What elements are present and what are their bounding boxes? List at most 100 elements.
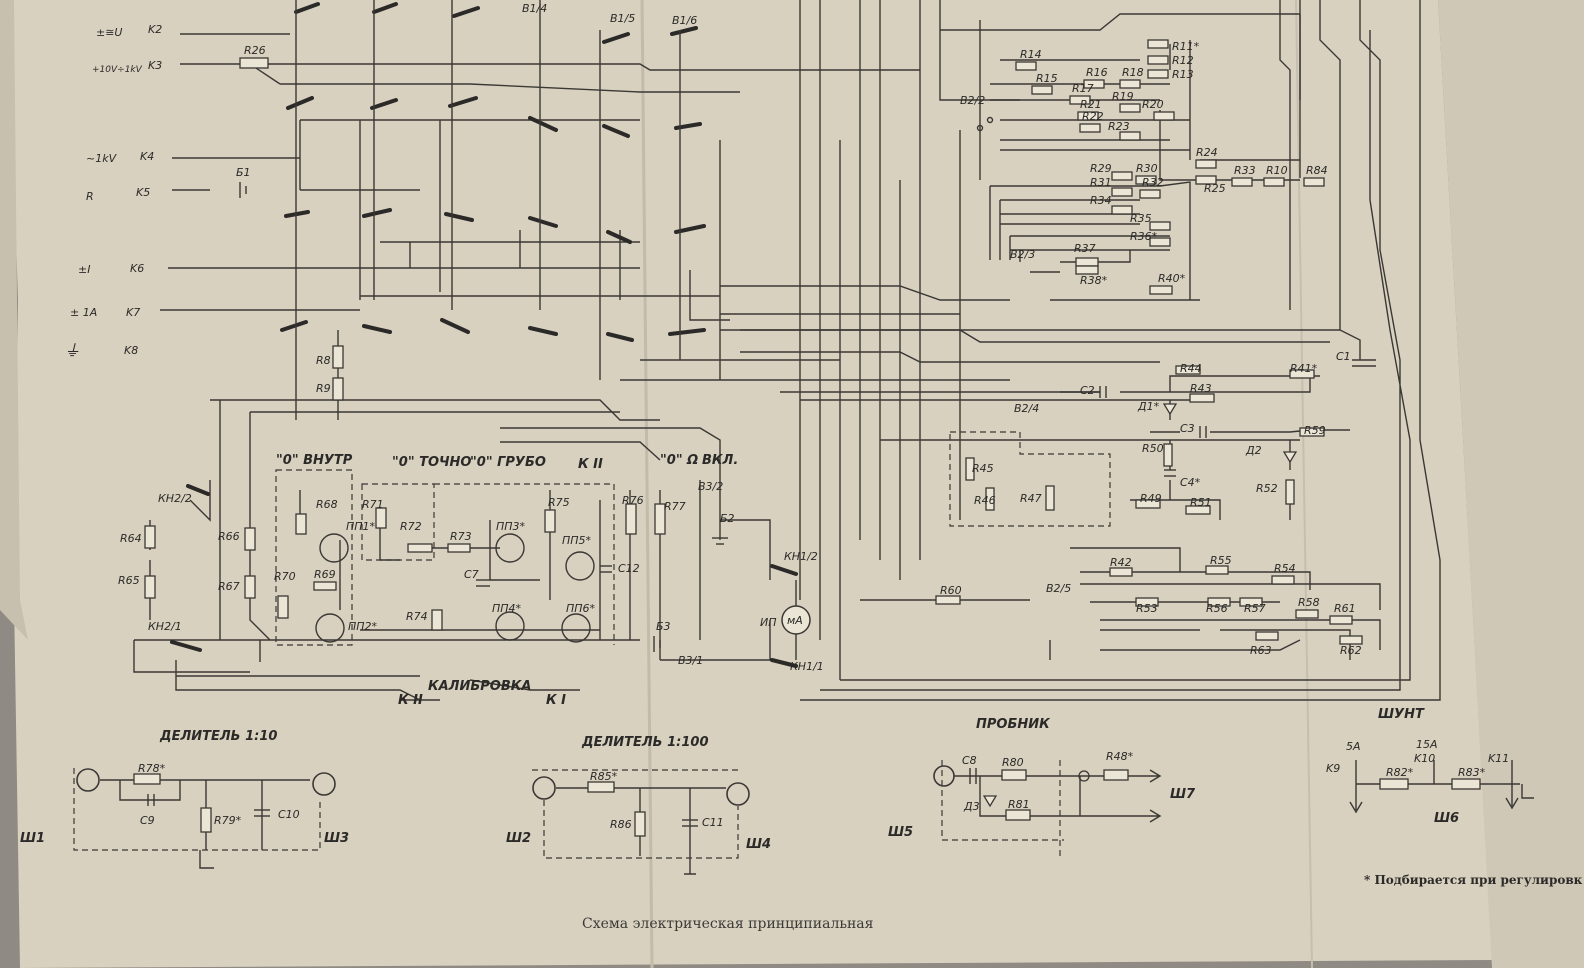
part-label: R59 [1304, 424, 1326, 437]
jack-label: Ш7 [1170, 787, 1196, 802]
terminal-id: K7 [126, 306, 140, 319]
part-label: R70 [274, 570, 296, 583]
block-title: ПРОБНИК [976, 717, 1051, 732]
part-label: 15A [1416, 738, 1438, 751]
part-label: ПП4* [492, 602, 522, 615]
part-label: R85* [590, 770, 618, 783]
part-label: R43 [1190, 382, 1212, 395]
part-label: R18 [1122, 66, 1144, 79]
input-bus-wires [160, 33, 920, 321]
push-buttons: КН2/2 КН2/1 КН1/2 КН1/1 [148, 484, 824, 673]
switch-columns [295, 0, 1020, 680]
switch-B2-3: B2/3 R29 R30 R31 R32 R34 R35 R36* R37 R3… [989, 162, 1200, 301]
part-label: R34 [1090, 194, 1112, 207]
terminal-id: K2 [148, 23, 162, 36]
part-label: R42 [1110, 556, 1132, 569]
part-label: R65 [118, 574, 140, 587]
resistors-R8-R9: R8 R9 [316, 330, 344, 420]
part-label: R16 [1086, 66, 1108, 79]
terminal-mark: R [86, 190, 94, 203]
terminal-mark: ±≅U [96, 26, 123, 39]
part-label: R60 [940, 584, 962, 597]
part-label: R72 [400, 520, 422, 533]
switch-label: B2/4 [1014, 402, 1039, 415]
part-label: C10 [278, 808, 300, 821]
part-label: R52 [1256, 482, 1278, 495]
part-label: R78* [138, 762, 166, 775]
switch-label: B2/2 [960, 94, 985, 107]
ground-symbol: ⏚ [64, 341, 80, 360]
terminal-mark: +10V÷1kV [92, 65, 143, 75]
part-label: R83* [1458, 766, 1486, 779]
paper-sheet [8, 0, 1492, 968]
switch-B2-4: B2/4 C2 C3 C4* R44 R41* R43 R50 R59 R52 … [949, 362, 1350, 527]
part-label: ПП1* [346, 520, 376, 533]
part-label: R24 [1196, 146, 1218, 159]
jack-label: Ш2 [506, 831, 531, 846]
part-label: R37 [1074, 242, 1096, 255]
part-label: R33 [1234, 164, 1256, 177]
jack-label: Ш1 [20, 831, 45, 846]
terminal-group: ±≅U K2 +10V÷1kV K3 ~1kV K4 R K5 ±I K6 ± … [64, 23, 162, 360]
part-label: Д2 [1245, 444, 1262, 457]
part-label: R55 [1210, 554, 1232, 567]
part-label: R9 [316, 382, 331, 395]
part-label: R10 [1266, 164, 1288, 177]
paper-crease [640, 0, 654, 968]
part-label: R17 [1072, 82, 1094, 95]
part-label: R63 [1250, 644, 1272, 657]
part-label: R30 [1136, 162, 1158, 175]
right-rails: C1 [720, 0, 1441, 701]
terminal-id: K4 [140, 150, 154, 163]
part-label: C11 [702, 816, 724, 829]
control-label: "0" ГРУБО [470, 455, 546, 470]
switch-B2-5: B2/5 R42 R55 R54 R53 R56 R57 R58 R61 R63… [860, 547, 1381, 660]
part-label: R50 [1142, 442, 1164, 455]
shunt: ШУНТ K9 5A 15A K10 K11 R82* R83* Ш6 [1326, 707, 1534, 826]
part-label: R26 [244, 44, 266, 57]
middle-wires [210, 285, 1330, 540]
part-label: ПП5* [562, 534, 592, 547]
part-label: Б3 [656, 620, 671, 633]
part-label: R64 [120, 532, 142, 545]
control-label: "0" ТОЧНО [392, 455, 471, 470]
block-title: ДЕЛИТЕЛЬ 1:100 [581, 735, 709, 750]
jack-label: Ш5 [888, 825, 913, 840]
control-label: К I [546, 693, 566, 708]
jack-label: Ш6 [1434, 811, 1459, 826]
control-label: ВКЛ. [702, 453, 738, 468]
battery-B3: Б3 [653, 620, 671, 652]
terminal-mark: ±I [78, 263, 90, 276]
part-label: C9 [140, 814, 155, 827]
resistors-lower: R64 R65 R66 R67 R68 R69 R70 R71 R72 R73 … [118, 494, 686, 631]
part-label: R61 [1334, 602, 1356, 615]
part-label: Б2 [720, 512, 735, 525]
part-label: R15 [1036, 72, 1058, 85]
terminal-id: K6 [130, 262, 144, 275]
switch-label: B2/5 [1046, 582, 1071, 595]
part-label: R48* [1106, 750, 1134, 763]
part-label: Д3 [963, 800, 980, 813]
part-label: R20 [1142, 98, 1164, 111]
part-label: R69 [314, 568, 336, 581]
part-label: R53 [1136, 602, 1158, 615]
jack-label: Ш3 [324, 831, 349, 846]
part-label: R12 [1172, 54, 1194, 67]
resistors-top-right: R11* R12 R13 R14 R15 R16 R17 R18 R19 R20… [1015, 39, 1328, 195]
paper-right-flap [1438, 0, 1584, 968]
button-label: КН2/1 [148, 620, 182, 633]
part-label: R54 [1274, 562, 1296, 575]
part-label: R11* [1172, 40, 1200, 53]
meter-IP: мА ИП [760, 580, 811, 660]
terminal-mark: ± 1A [70, 306, 97, 319]
probe: ПРОБНИК C8 R80 R81 Д3 R48* Ш5 Ш7 [888, 717, 1196, 856]
part-label: ПП2* [348, 620, 378, 633]
controls: "0" ВНУТР "0" ТОЧНО "0" ГРУБО К II "0" Ω… [276, 453, 738, 708]
divider-1-10: ДЕЛИТЕЛЬ 1:10 R78* C9 R79* C10 Ш1 Ш3 [20, 729, 349, 869]
part-label: R80 [1002, 756, 1024, 769]
part-label: C1 [1336, 350, 1351, 363]
switch-label: B1/6 [672, 14, 697, 27]
part-label: R41* [1290, 362, 1318, 375]
battery-B2: Б2 [712, 512, 735, 545]
part-label: R57 [1244, 602, 1266, 615]
